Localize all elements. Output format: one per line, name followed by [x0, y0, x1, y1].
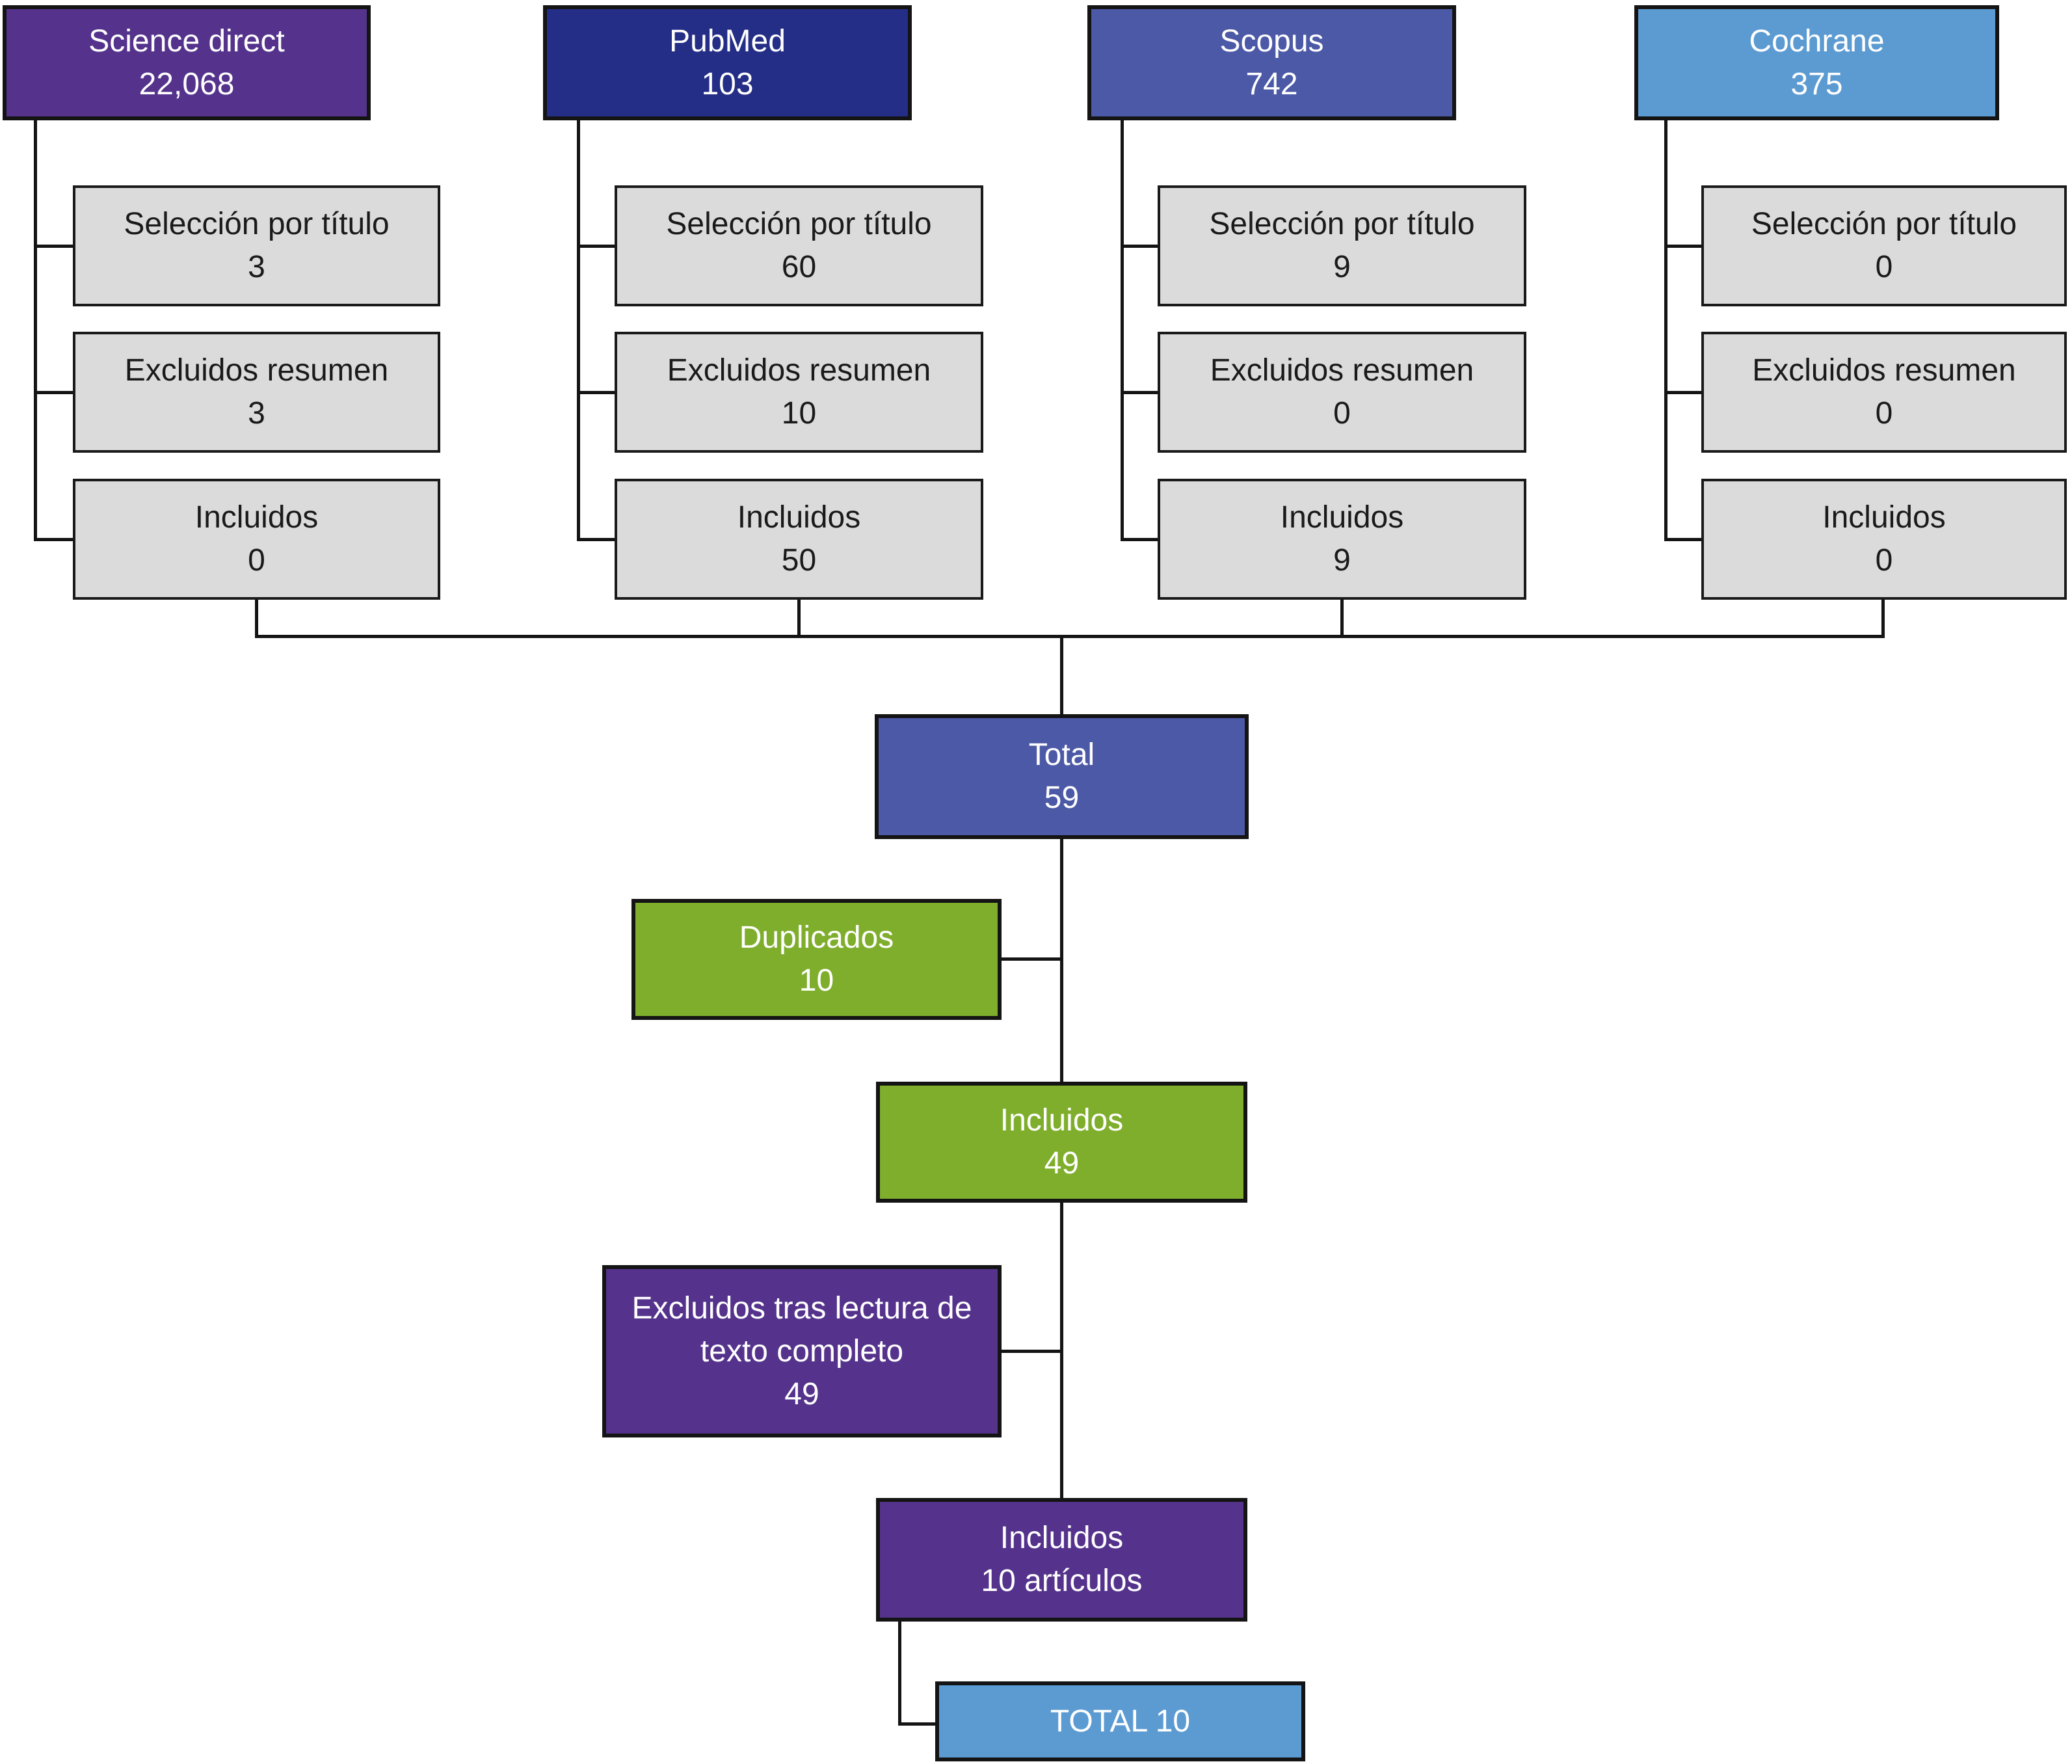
step-box-pubmed-resumen: Excluidos resumen 10 [615, 332, 983, 453]
step-box-sciencedirect-incluidos: Incluidos 0 [73, 479, 440, 600]
source-header-science-direct: Science direct 22,068 [3, 5, 371, 120]
source-header-pubmed: PubMed 103 [543, 5, 912, 120]
excluidos-texto-box: Excluidos tras lectura de texto completo… [602, 1265, 1002, 1437]
step-label: Excluidos resumen [124, 353, 389, 388]
duplicados-count: 10 [799, 963, 834, 998]
connector-line [577, 119, 580, 541]
connector-line [34, 245, 73, 248]
connector-line [1881, 598, 1885, 637]
source-count: 742 [1245, 66, 1298, 101]
excluidos-texto-count: 49 [784, 1376, 819, 1411]
step-count: 9 [1333, 543, 1351, 578]
source-header-scopus: Scopus 742 [1087, 5, 1456, 120]
connector-line [1340, 598, 1344, 637]
connector-line [577, 391, 615, 394]
source-name: Cochrane [1749, 23, 1885, 59]
connector-line [1664, 245, 1701, 248]
connector-line [577, 538, 615, 541]
step-box-pubmed-incluidos: Incluidos 50 [615, 479, 983, 600]
connector-line [255, 635, 1885, 638]
incluidos-box: Incluidos 49 [876, 1082, 1247, 1203]
step-label: Excluidos resumen [667, 353, 931, 388]
step-label: Incluidos [737, 500, 861, 535]
connector-line [1664, 538, 1701, 541]
step-count: 0 [1875, 250, 1893, 284]
connector-line [1121, 391, 1158, 394]
step-box-cochrane-titulo: Selección por título 0 [1701, 185, 2067, 306]
duplicados-label: Duplicados [739, 920, 894, 955]
step-label: Excluidos resumen [1752, 353, 2016, 388]
step-count: 0 [1875, 543, 1893, 578]
step-label: Selección por título [1751, 207, 2017, 241]
step-count: 3 [248, 396, 265, 431]
step-label: Excluidos resumen [1210, 353, 1474, 388]
step-box-pubmed-titulo: Selección por título 60 [615, 185, 983, 306]
total-box: Total 59 [875, 714, 1249, 839]
connector-line [34, 538, 73, 541]
connector-line [797, 598, 801, 637]
source-count: 103 [701, 66, 754, 101]
step-count: 0 [1875, 396, 1893, 431]
connector-line [1000, 957, 1062, 961]
connector-line [1000, 1350, 1062, 1353]
connector-line [34, 391, 73, 394]
incluidos-label: Incluidos [1000, 1103, 1124, 1138]
step-count: 3 [248, 250, 265, 284]
step-count: 10 [781, 396, 817, 431]
connector-line [255, 598, 258, 637]
grand-total-label: TOTAL 10 [1050, 1704, 1191, 1739]
connector-line [1121, 245, 1158, 248]
incluidos-final-label: Incluidos [1000, 1521, 1124, 1555]
source-header-cochrane: Cochrane 375 [1634, 5, 1999, 120]
step-label: Selección por título [124, 207, 390, 241]
step-box-cochrane-resumen: Excluidos resumen 0 [1701, 332, 2067, 453]
incluidos-count: 49 [1044, 1146, 1080, 1181]
step-box-sciencedirect-resumen: Excluidos resumen 3 [73, 332, 440, 453]
connector-line [34, 119, 37, 541]
step-box-scopus-titulo: Selección por título 9 [1158, 185, 1526, 306]
total-count: 59 [1044, 781, 1080, 815]
grand-total-box: TOTAL 10 [935, 1681, 1305, 1761]
step-box-scopus-incluidos: Incluidos 9 [1158, 479, 1526, 600]
step-count: 0 [1333, 396, 1351, 431]
step-count: 60 [781, 250, 817, 284]
step-count: 9 [1333, 250, 1351, 284]
connector-line [1121, 119, 1124, 541]
connector-line [1060, 635, 1063, 715]
source-count: 22,068 [139, 66, 235, 101]
connector-line [898, 1620, 901, 1725]
step-box-cochrane-incluidos: Incluidos 0 [1701, 479, 2067, 600]
source-count: 375 [1790, 66, 1843, 101]
source-name: Science direct [88, 23, 285, 59]
total-label: Total [1028, 738, 1095, 772]
step-label: Selección por título [1209, 207, 1475, 241]
excluidos-texto-label: Excluidos tras lectura de texto completo [631, 1290, 972, 1369]
step-label: Selección por título [666, 207, 932, 241]
step-box-sciencedirect-titulo: Selección por título 3 [73, 185, 440, 306]
incluidos-final-count: 10 artículos [981, 1564, 1143, 1598]
step-label: Incluidos [1280, 500, 1404, 535]
step-count: 0 [248, 543, 265, 578]
source-name: PubMed [669, 23, 786, 59]
step-label: Incluidos [194, 500, 319, 535]
connector-line [1664, 119, 1667, 541]
connector-line [1664, 391, 1701, 394]
step-label: Incluidos [1822, 500, 1946, 535]
step-count: 50 [781, 543, 817, 578]
step-box-scopus-resumen: Excluidos resumen 0 [1158, 332, 1526, 453]
connector-line [577, 245, 615, 248]
source-name: Scopus [1219, 23, 1324, 59]
duplicados-box: Duplicados 10 [631, 899, 1002, 1020]
connector-line [1121, 538, 1158, 541]
connector-line [898, 1722, 936, 1726]
incluidos-final-box: Incluidos 10 artículos [876, 1498, 1247, 1622]
